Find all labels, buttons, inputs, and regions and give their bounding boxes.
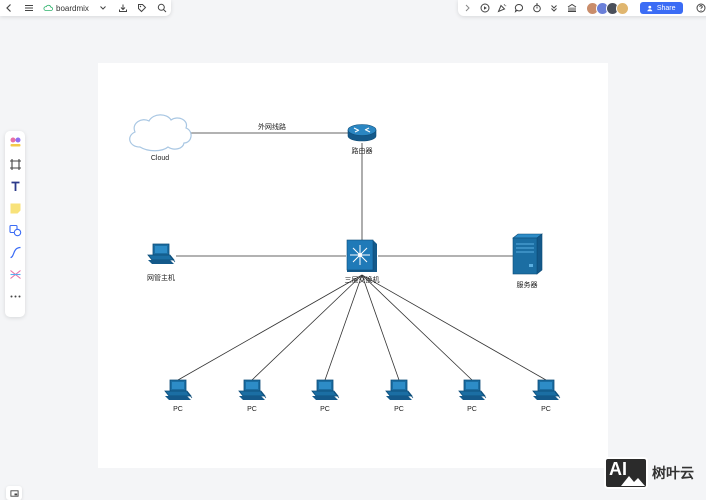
link-switch-pc-6[interactable] bbox=[361, 274, 547, 381]
chevrons-down-icon[interactable] bbox=[549, 2, 559, 14]
minimap-button[interactable] bbox=[6, 486, 22, 500]
collaborator-avatars[interactable] bbox=[585, 1, 629, 15]
wan-line-label: 外网线路 bbox=[258, 124, 286, 131]
link-switch-pc-3[interactable] bbox=[324, 274, 363, 381]
templates-icon[interactable] bbox=[8, 134, 22, 150]
cloud-icon[interactable] bbox=[129, 114, 192, 152]
avatar[interactable] bbox=[615, 1, 629, 15]
pc-icon[interactable] bbox=[238, 379, 267, 401]
switch-label: 三层交换机 bbox=[344, 277, 380, 284]
brand-name: boardmix bbox=[56, 3, 89, 13]
pc-icon[interactable] bbox=[164, 379, 193, 401]
cloud-logo-icon bbox=[43, 4, 53, 11]
cloud-label: Cloud bbox=[150, 155, 170, 162]
library-icon[interactable] bbox=[566, 2, 576, 14]
watermark: AI 树叶云 bbox=[604, 454, 706, 492]
link-switch-pc-2[interactable] bbox=[251, 274, 363, 381]
watermark-logo-text: AI bbox=[609, 459, 627, 479]
chevron-down-icon[interactable] bbox=[98, 2, 109, 14]
pc-icon[interactable] bbox=[311, 379, 340, 401]
router-icon[interactable] bbox=[347, 124, 377, 142]
pc-icon[interactable] bbox=[458, 379, 487, 401]
connection-lines bbox=[176, 132, 547, 381]
left-tool-panel bbox=[5, 131, 25, 317]
network-diagram bbox=[129, 114, 561, 401]
celebrate-icon[interactable] bbox=[497, 2, 507, 14]
tag-icon[interactable] bbox=[137, 2, 148, 14]
whiteboard-canvas[interactable]: Cloud 外网线路 路由器 三层交换机 网管主机 服务器 PC PC PC P… bbox=[98, 63, 608, 468]
server-icon[interactable] bbox=[512, 233, 543, 275]
server-label: 服务器 bbox=[516, 282, 538, 289]
user-add-icon bbox=[647, 5, 653, 11]
menu-icon[interactable] bbox=[24, 2, 35, 14]
play-icon[interactable] bbox=[479, 2, 490, 14]
mindmap-icon[interactable] bbox=[8, 266, 22, 282]
minimap-icon bbox=[9, 489, 19, 497]
help-icon[interactable] bbox=[696, 2, 706, 14]
router-label: 路由器 bbox=[351, 148, 373, 155]
top-left-toolbar: boardmix bbox=[0, 0, 171, 16]
comment-icon[interactable] bbox=[514, 2, 524, 14]
pc-label: PC bbox=[173, 406, 183, 413]
admin-host-label: 网管主机 bbox=[147, 275, 175, 282]
top-right-toolbar: Share bbox=[458, 0, 706, 16]
sticky-note-icon[interactable] bbox=[8, 200, 22, 216]
chevron-right-icon[interactable] bbox=[462, 2, 472, 14]
share-button[interactable]: Share bbox=[639, 2, 683, 14]
pc-label: PC bbox=[247, 406, 257, 413]
pc-icon[interactable] bbox=[532, 379, 561, 401]
frame-icon[interactable] bbox=[8, 156, 22, 172]
download-icon[interactable] bbox=[117, 2, 128, 14]
brand-logo[interactable]: boardmix bbox=[43, 4, 89, 13]
watermark-logo: AI bbox=[604, 457, 648, 489]
timer-icon[interactable] bbox=[532, 2, 542, 14]
pc-icon[interactable] bbox=[385, 379, 414, 401]
pc-label: PC bbox=[467, 406, 477, 413]
shapes-icon[interactable] bbox=[8, 222, 22, 238]
mountain-icon bbox=[621, 476, 645, 486]
link-switch-pc-4[interactable] bbox=[361, 274, 400, 381]
pc-label: PC bbox=[320, 406, 330, 413]
link-switch-pc-5[interactable] bbox=[361, 274, 473, 381]
back-icon[interactable] bbox=[4, 2, 15, 14]
share-label: Share bbox=[656, 4, 676, 12]
pc-label: PC bbox=[394, 406, 404, 413]
text-icon[interactable] bbox=[8, 178, 22, 194]
watermark-text: 树叶云 bbox=[652, 465, 694, 481]
pc-label: PC bbox=[541, 406, 551, 413]
admin-host-icon[interactable] bbox=[147, 243, 176, 265]
search-icon[interactable] bbox=[156, 2, 167, 14]
more-icon[interactable] bbox=[8, 288, 22, 304]
link-switch-pc-1[interactable] bbox=[177, 274, 363, 381]
connector-icon[interactable] bbox=[8, 244, 22, 260]
layer3-switch-icon[interactable] bbox=[346, 239, 377, 272]
